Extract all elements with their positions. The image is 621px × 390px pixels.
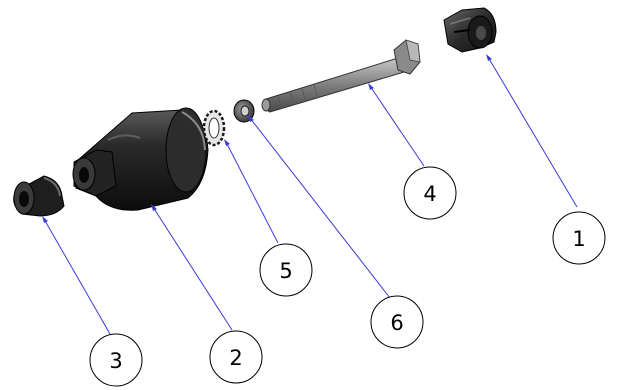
clamp-collar-part: [443, 7, 497, 53]
arrowhead-1: [486, 54, 492, 61]
balloon-label-4: 4: [423, 182, 436, 206]
balloon-label-5: 5: [279, 259, 292, 283]
balloon-circle-6: [370, 295, 424, 349]
leader-line-2: [152, 206, 233, 331]
lock-washer-part: [202, 109, 226, 147]
bushing-part: [13, 175, 65, 217]
balloon-3: 3: [89, 333, 143, 387]
balloon-circle-2: [209, 330, 263, 384]
leader-line-3: [43, 218, 111, 335]
leader-line-1: [487, 56, 578, 208]
balloon-label-3: 3: [109, 349, 122, 373]
balloon-circle-3: [89, 333, 143, 387]
arrowhead-4: [368, 83, 374, 90]
balloon-6: 6: [370, 295, 424, 349]
balloon-4: 4: [403, 166, 457, 220]
balloon-circle-4: [403, 166, 457, 220]
leader-line-6: [249, 117, 391, 299]
balloon-5: 5: [259, 243, 313, 297]
arrowhead-5: [224, 139, 230, 146]
balloon-1: 1: [552, 211, 606, 265]
leader-lines: [42, 54, 578, 335]
balloon-label-6: 6: [390, 311, 403, 335]
balloon-label-1: 1: [572, 227, 585, 251]
leader-line-5: [225, 141, 279, 244]
arrowhead-6: [248, 115, 254, 122]
leader-line-4: [369, 85, 425, 167]
arrowhead-3: [42, 216, 48, 223]
balloon-circle-1: [552, 211, 606, 265]
balloon-2: 2: [209, 330, 263, 384]
balloon-label-2: 2: [229, 346, 242, 370]
arrowhead-2: [151, 204, 157, 211]
roller-housing-part: [72, 107, 209, 211]
balloon-circle-5: [259, 243, 313, 297]
hex-bolt-part: [261, 39, 421, 113]
